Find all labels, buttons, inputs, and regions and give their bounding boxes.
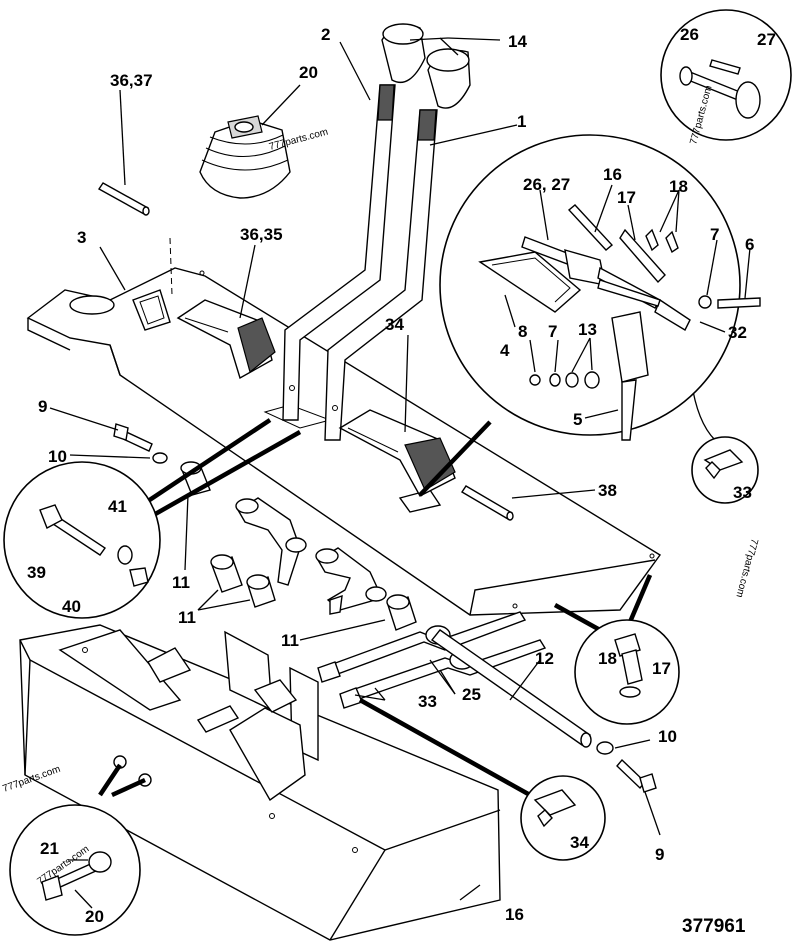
callout-34-top: 33: [733, 483, 752, 502]
callout-12: 12: [535, 649, 554, 668]
callout-21: 16: [505, 905, 524, 924]
leader-lines: [49, 37, 661, 901]
callout-11-c: 11: [281, 631, 299, 650]
lever-arm-left: [235, 497, 307, 586]
callout-4: 4: [500, 341, 510, 360]
callout-38-right: 38: [598, 481, 617, 500]
callout-26-bottom: 25: [462, 685, 481, 704]
callout-1: 1: [517, 112, 526, 131]
callout-24: 20: [85, 907, 104, 926]
detail-cable-end: [439, 134, 761, 441]
bolt-9-bottom: [616, 758, 657, 793]
callout-8: 8: [518, 322, 527, 341]
callout-labels: 2 14 1 20 36,37 3 36,35 34 9 10 38 41 39…: [27, 25, 776, 937]
detail-bolt-26-27-32: [660, 9, 792, 141]
rod-12: [430, 629, 592, 748]
rubber-boot: [199, 115, 291, 199]
watermark-right: 777parts.com: [733, 537, 759, 598]
lever-2: [282, 84, 396, 421]
callout-9-bottom: 9: [655, 845, 664, 864]
callout-41: 41: [108, 497, 127, 516]
callout-22: 17: [652, 659, 671, 678]
callout-7-left: 7: [548, 322, 557, 341]
callout-32: 27: [757, 30, 776, 49]
pin-38-top: [97, 182, 150, 216]
callout-33-top: 32: [728, 323, 747, 342]
lever-arm-right: [315, 547, 387, 615]
pin-38-right: [461, 485, 514, 521]
callout-40: 40: [62, 597, 81, 616]
callout-23: 18: [598, 649, 617, 668]
callout-9-top: 9: [38, 397, 47, 416]
callout-14: 14: [508, 32, 527, 51]
detail-connectors: [98, 22, 716, 798]
pivot-bracket-36-35: [338, 409, 456, 497]
mounting-tray: [19, 624, 501, 941]
callout-10-top: 10: [48, 447, 67, 466]
callout-34-bottom: 34: [570, 833, 589, 852]
callout-13: 13: [578, 320, 597, 339]
lever-1: [324, 109, 438, 441]
callout-38-top: 36,37: [110, 71, 153, 90]
cover-plate: [26, 267, 662, 616]
lever-knob-left: [381, 23, 426, 84]
callout-36-35: 34: [385, 315, 404, 334]
callout-18: 18: [669, 177, 688, 196]
callout-7-right: 7: [710, 225, 719, 244]
detail-bolt-39-40-41: [3, 461, 161, 619]
detail-clip-34-upper: [691, 436, 759, 504]
bushing-11-d: [386, 594, 417, 631]
callout-25: 21: [40, 839, 59, 858]
detail-clip-34-lower: [520, 775, 606, 861]
callout-27: 26, 27: [523, 175, 570, 194]
callout-39: 39: [27, 563, 46, 582]
callout-10-bottom: 10: [658, 727, 677, 746]
callout-36-37: 36,35: [240, 225, 283, 244]
callout-11-b: 11: [178, 608, 196, 627]
washer-10-bottom: [596, 741, 614, 755]
callout-26-27: 26: [680, 25, 699, 44]
callout-11-a: 11: [172, 573, 190, 592]
detail-bolt-22-23: [574, 619, 680, 725]
detail-bolt-24-25: [9, 804, 141, 936]
bushing-11-b: [210, 554, 243, 593]
callout-6: 6: [745, 235, 754, 254]
callout-16: 16: [603, 165, 622, 184]
callout-17: 17: [617, 188, 636, 207]
callout-33-bottom: 33: [418, 692, 437, 711]
drawing-number: 377961: [682, 916, 746, 937]
pivot-bracket-36-37: [176, 299, 276, 380]
bolt-9-top: [113, 423, 153, 452]
callout-20: 20: [299, 63, 318, 82]
washer-10-top: [152, 452, 168, 464]
callout-2: 2: [321, 25, 330, 44]
lever-knob-right: [426, 48, 471, 109]
callout-5: 5: [573, 410, 582, 429]
bushing-11-c: [246, 574, 276, 608]
callout-3: 3: [77, 228, 86, 247]
